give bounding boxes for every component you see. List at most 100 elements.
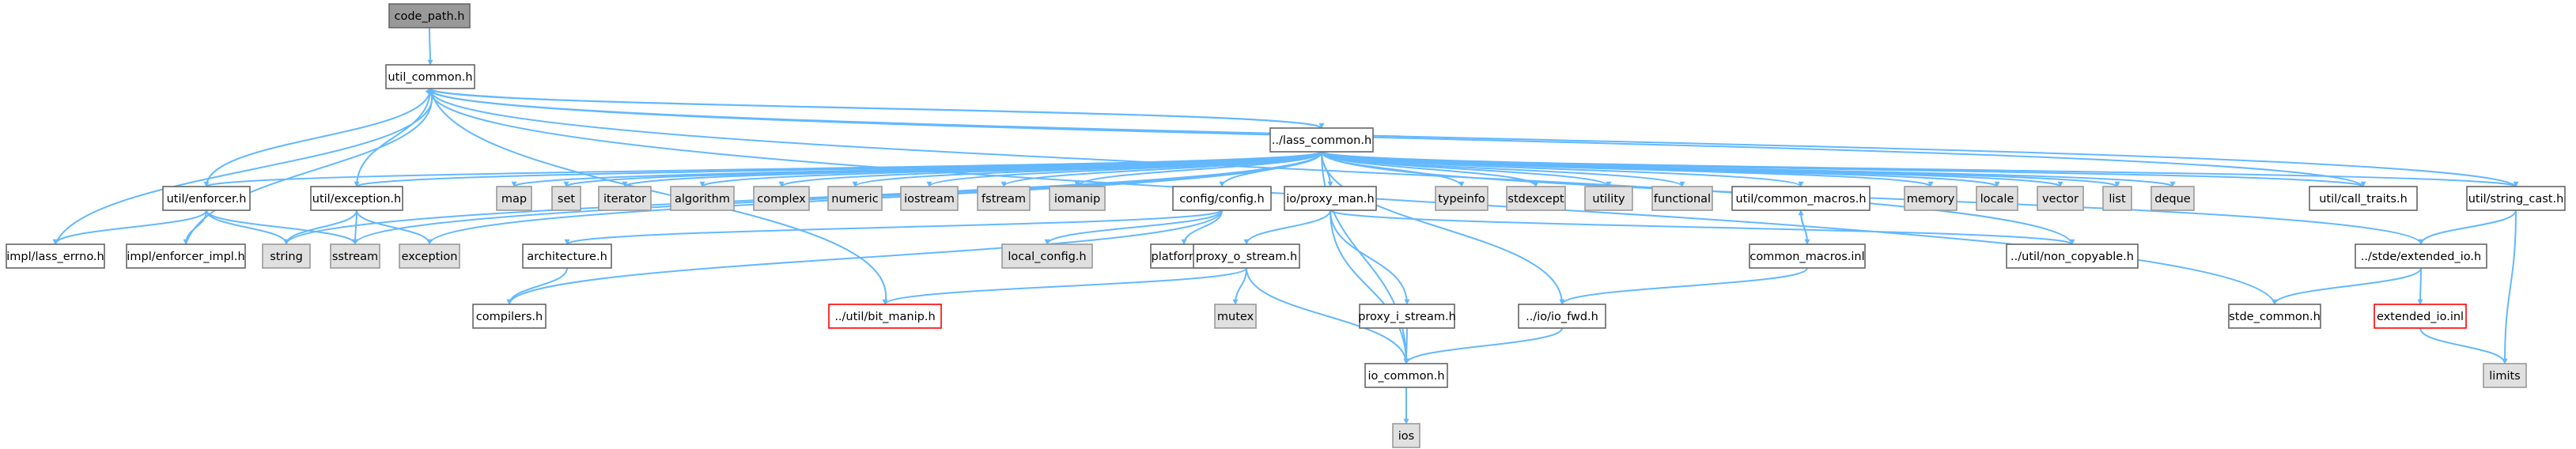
node-label: limits	[2489, 370, 2520, 383]
node-label: util/call_traits.h	[2319, 193, 2408, 206]
node-local-config: local_config.h	[1001, 243, 1093, 269]
node-box	[1269, 127, 1374, 153]
node-label: util/string_cast.h	[2468, 193, 2564, 206]
node-box	[1359, 304, 1455, 329]
node-label: impl/lass_errno.h	[6, 251, 104, 263]
node-label: exception	[402, 251, 458, 263]
node-io-io-fwd[interactable]: ../io/io_fwd.h	[1518, 304, 1606, 329]
node-box	[162, 186, 251, 211]
edge-code-path-to-util-common	[427, 27, 433, 66]
node-label: map	[501, 193, 527, 206]
node-iostream: iostream	[900, 186, 959, 211]
node-label: compilers.h	[476, 311, 543, 323]
node-util-bit-manip[interactable]: ../util/bit_manip.h	[828, 304, 942, 329]
node-utility: utility	[1584, 186, 1633, 211]
node-util-common[interactable]: util_common.h	[385, 64, 475, 89]
node-box	[2228, 304, 2321, 329]
edge-util-string-cast-to-stde-extended-io	[2418, 209, 2517, 245]
node-iterator: iterator	[598, 186, 652, 211]
node-locale: locale	[1976, 186, 2018, 211]
node-box	[2006, 243, 2139, 269]
node-box	[1506, 186, 1566, 211]
node-util-non-copyable[interactable]: ../util/non_copyable.h	[2006, 243, 2139, 269]
node-box	[1364, 363, 1448, 388]
node-util-common-macros[interactable]: util/common_macros.h	[1731, 186, 1871, 211]
edge-stde-extended-io-to-extended-io-inl	[2417, 267, 2423, 305]
node-stde-extended-io[interactable]: ../stde/extended_io.h	[2355, 243, 2487, 269]
node-common-macros-inl[interactable]: common_macros.inl	[1749, 243, 1866, 269]
node-proxy-i-stream[interactable]: proxy_i_stream.h	[1358, 304, 1456, 329]
node-compilers[interactable]: compilers.h	[472, 304, 547, 329]
node-label: extended_io.inl	[2377, 311, 2464, 323]
edge-proxy-o-stream-to-mutex	[1232, 267, 1247, 305]
node-label: iostream	[904, 193, 955, 206]
node-label: deque	[2154, 193, 2191, 206]
edge-util-enforcer-to-impl-lass-errno	[52, 209, 207, 245]
node-ios: ios	[1392, 423, 1420, 448]
edge-util-exception-to-sstream	[352, 209, 358, 245]
node-box	[1651, 186, 1713, 211]
node-box	[2355, 243, 2487, 269]
node-map: map	[496, 186, 532, 211]
node-box	[388, 3, 471, 28]
edge-extended-io-inl-to-limits	[2419, 327, 2508, 364]
node-box	[598, 186, 652, 211]
node-sstream: sstream	[330, 243, 380, 269]
node-box	[977, 186, 1031, 211]
node-proxy-o-stream[interactable]: proxy_o_stream.h	[1193, 243, 1300, 269]
node-box	[2037, 186, 2084, 211]
node-box	[1904, 186, 1958, 211]
node-label: locale	[1980, 193, 2014, 206]
edge-proxy-o-stream-to-io-common	[1246, 267, 1409, 364]
node-label: util/enforcer.h	[167, 193, 247, 206]
node-vector: vector	[2037, 186, 2084, 211]
edge-util-non-copyable-to-util-common	[426, 88, 2073, 245]
node-label: memory	[1907, 193, 1955, 206]
node-extended-io-inl[interactable]: extended_io.inl	[2374, 304, 2467, 329]
edge-util-exception-to-util-common	[356, 88, 433, 187]
node-util-call-traits[interactable]: util/call_traits.h	[2309, 186, 2418, 211]
node-algorithm: algorithm	[670, 186, 735, 211]
node-config-config[interactable]: config/config.h	[1172, 186, 1272, 211]
edge-impl-lass-errno-to-util-common	[55, 88, 435, 245]
node-label: util_common.h	[388, 71, 472, 84]
node-box	[551, 186, 581, 211]
node-label: local_config.h	[1008, 251, 1086, 263]
edge-io-io-fwd-to-io-common	[1403, 327, 1563, 364]
edge-proxy-o-stream-to-util-bit-manip	[882, 267, 1247, 305]
node-lass-common[interactable]: ../lass_common.h	[1269, 127, 1374, 153]
node-label: list	[2109, 193, 2126, 206]
node-label: proxy_i_stream.h	[1358, 311, 1456, 323]
node-io-common[interactable]: io_common.h	[1364, 363, 1448, 388]
node-label: common_macros.inl	[1749, 251, 1864, 263]
node-fstream: fstream	[977, 186, 1031, 211]
node-stde-common[interactable]: stde_common.h	[2228, 304, 2321, 329]
node-util-string-cast[interactable]: util/string_cast.h	[2466, 186, 2566, 211]
node-box	[330, 243, 380, 269]
node-box	[496, 186, 532, 211]
edge-architecture-to-compilers	[506, 267, 568, 305]
edge-proxy-i-stream-to-io-common	[1403, 327, 1409, 364]
node-box	[2374, 304, 2467, 329]
node-impl-lass-errno[interactable]: impl/lass_errno.h	[6, 243, 105, 269]
edge-stde-extended-io-to-stde-common	[2271, 267, 2422, 305]
node-util-enforcer[interactable]: util/enforcer.h	[162, 186, 251, 211]
edge-config-config-to-architecture	[564, 209, 1223, 245]
node-util-exception[interactable]: util/exception.h	[310, 186, 403, 211]
node-label: iomanip	[1054, 193, 1100, 206]
node-impl-enforcer-impl[interactable]: impl/enforcer_impl.h	[126, 243, 246, 269]
edge-config-config-to-platforms	[1181, 209, 1223, 245]
node-box	[126, 243, 246, 269]
node-io-proxy-man[interactable]: io/proxy_man.h	[1284, 186, 1377, 211]
edge-lass-common-to-iomanip	[1074, 151, 1322, 187]
node-architecture[interactable]: architecture.h	[522, 243, 612, 269]
node-set: set	[551, 186, 581, 211]
node-label: proxy_o_stream.h	[1196, 251, 1297, 263]
node-label: numeric	[831, 193, 878, 206]
node-code-path[interactable]: code_path.h	[388, 3, 471, 28]
edge-impl-enforcer-impl-to-util-common	[185, 88, 435, 245]
node-box	[522, 243, 612, 269]
node-memory: memory	[1904, 186, 1958, 211]
node-box	[1049, 186, 1106, 211]
node-label: ../lass_common.h	[1272, 134, 1371, 147]
